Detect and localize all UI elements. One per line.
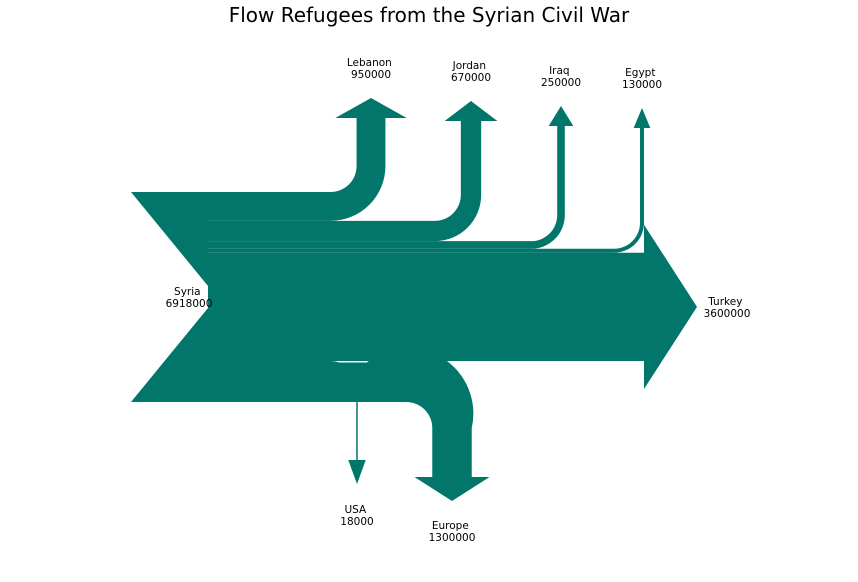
- flow-value-iraq: 250000: [541, 77, 581, 89]
- flow-value-jordan: 670000: [451, 72, 491, 84]
- flow-band-jordan: [208, 101, 498, 242]
- flow-value-lebanon: 950000: [351, 69, 391, 81]
- flow-name-turkey: Turkey: [707, 296, 742, 308]
- source-chevron: [131, 192, 217, 402]
- flow-name-iraq: Iraq: [549, 65, 570, 77]
- flow-band-europe: [208, 348, 490, 501]
- flow-label-jordan: Jordan 670000: [451, 60, 491, 84]
- source-name: Syria: [174, 286, 201, 298]
- flow-name-jordan: Jordan: [452, 60, 486, 72]
- flow-label-iraq: Iraq 250000: [541, 65, 581, 89]
- flows-layer: [131, 98, 697, 501]
- source-value: 6918000: [166, 298, 213, 310]
- flow-value-europe: 1300000: [429, 532, 476, 544]
- flow-band-lebanon: [208, 98, 407, 221]
- flow-name-usa: USA: [344, 504, 367, 516]
- flow-value-usa: 18000: [340, 516, 373, 528]
- flow-name-lebanon: Lebanon: [347, 57, 392, 69]
- flow-label-usa: USA 18000: [340, 504, 373, 528]
- flow-value-turkey: 3600000: [704, 308, 751, 320]
- flow-value-egypt: 130000: [622, 79, 662, 91]
- flow-name-egypt: Egypt: [625, 67, 655, 79]
- flow-band-turkey: [208, 224, 697, 390]
- flow-name-europe: Europe: [432, 520, 469, 532]
- flow-label-lebanon: Lebanon 950000: [347, 57, 395, 81]
- flow-label-europe: Europe 1300000: [429, 520, 476, 544]
- flow-label-egypt: Egypt 130000: [622, 67, 662, 91]
- source-label: Syria 6918000: [166, 286, 213, 310]
- flow-label-turkey: Turkey 3600000: [704, 296, 751, 320]
- chart-title: Flow Refugees from the Syrian Civil War: [229, 3, 630, 27]
